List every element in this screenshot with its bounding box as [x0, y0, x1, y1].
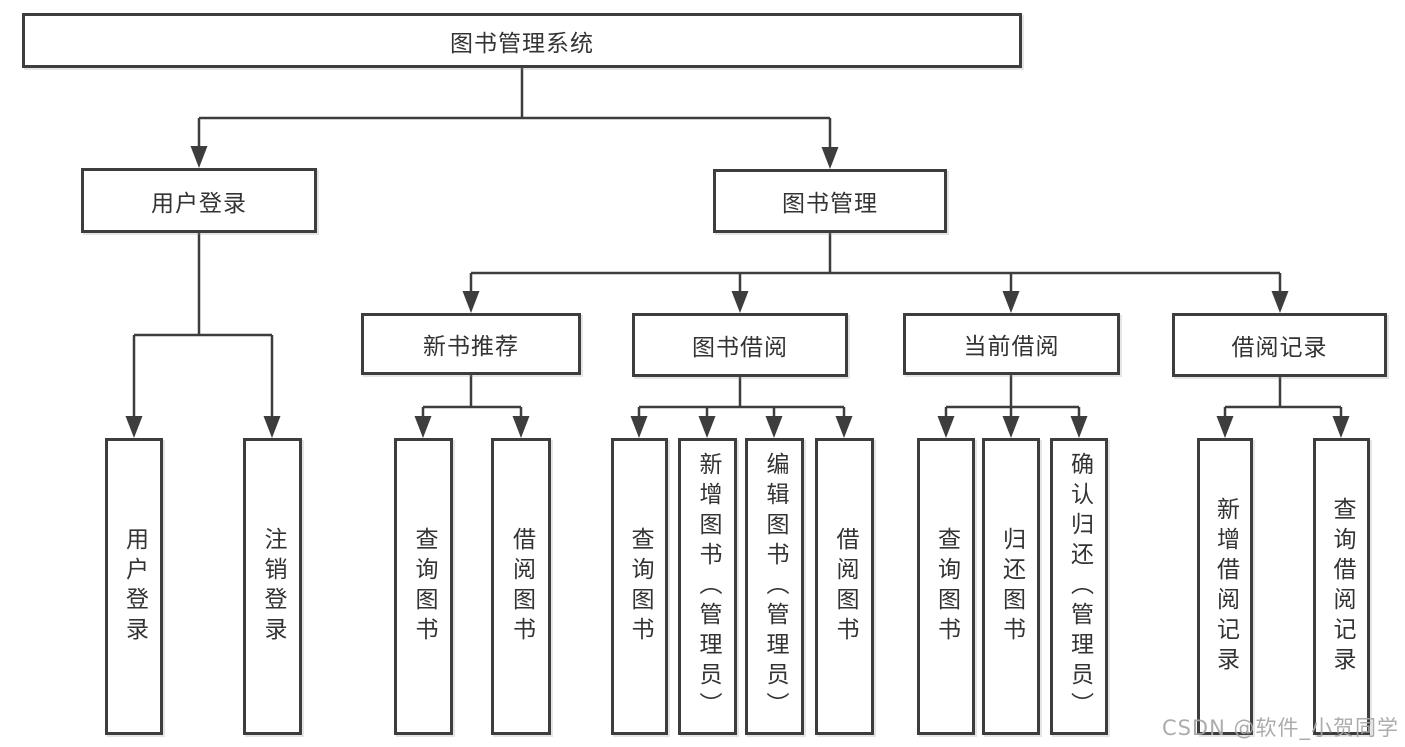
watermark: CSDN @软件_小贺同学	[1161, 716, 1399, 740]
leaf-edit-book-admin: 编辑图书（管理员）	[745, 438, 804, 735]
leaf-query-books-recommend: 查询图书	[394, 438, 453, 735]
leaf-borrow-books-recommend: 借阅图书	[491, 438, 551, 735]
leaf-logout: 注销登录	[243, 438, 302, 735]
leaf-user-login: 用户登录	[105, 438, 163, 735]
leaf-confirm-return-admin: 确认归还（管理员）	[1050, 438, 1108, 735]
node-current-borrow: 当前借阅	[903, 313, 1120, 375]
node-book-management: 图书管理	[713, 169, 947, 233]
node-root: 图书管理系统	[22, 13, 1022, 68]
leaf-add-borrow-record: 新增借阅记录	[1197, 438, 1253, 735]
node-book-borrow: 图书借阅	[632, 313, 848, 377]
leaf-borrow-books: 借阅图书	[815, 438, 874, 735]
leaf-return-book: 归还图书	[982, 438, 1040, 735]
arrowheads	[125, 146, 1350, 438]
leaf-add-book-admin: 新增图书（管理员）	[678, 438, 737, 735]
node-user-login: 用户登录	[81, 168, 317, 233]
leaf-query-borrow-record: 查询借阅记录	[1313, 438, 1370, 735]
node-new-book-recommend: 新书推荐	[361, 313, 581, 375]
leaf-query-books-current: 查询图书	[917, 438, 975, 735]
leaf-query-books-borrow: 查询图书	[611, 438, 668, 735]
node-borrow-records: 借阅记录	[1172, 313, 1387, 377]
